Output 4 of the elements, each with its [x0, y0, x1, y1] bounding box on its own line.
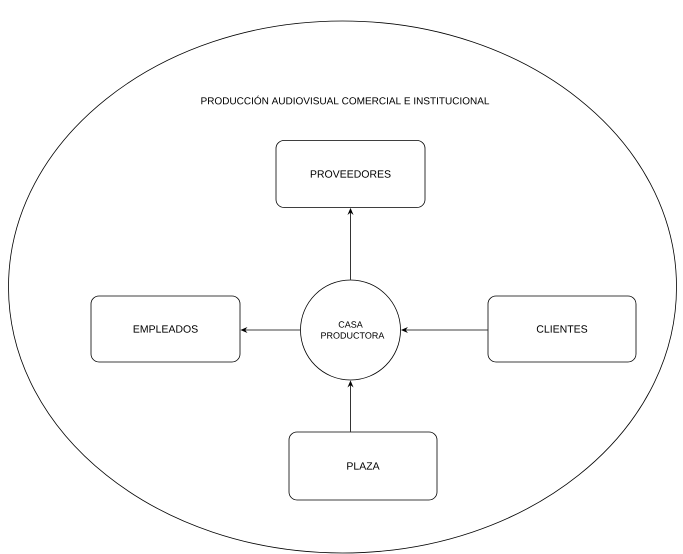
rounded-box: PROVEEDORES — [276, 140, 426, 208]
rounded-box: CLIENTES — [488, 296, 636, 362]
rounded-box: PLAZA — [288, 432, 438, 500]
rounded-box: EMPLEADOS — [90, 296, 240, 362]
